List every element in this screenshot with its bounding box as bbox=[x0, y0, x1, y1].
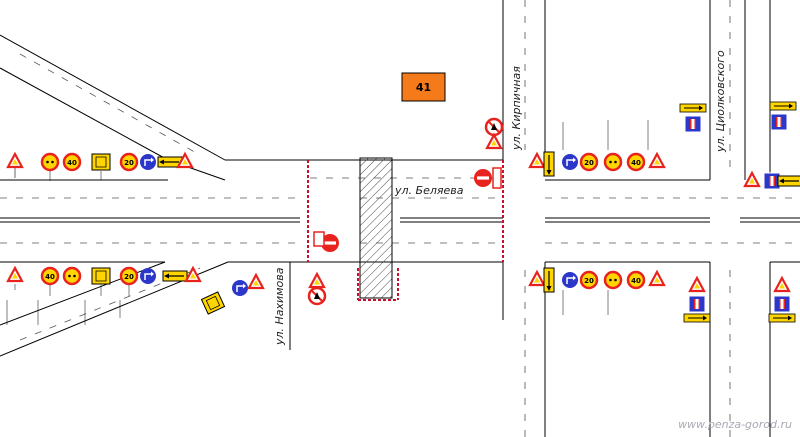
center-lines bbox=[0, 217, 800, 223]
no-overtaking-sign-icon bbox=[62, 266, 82, 286]
no-overtaking-sign-icon bbox=[603, 152, 623, 172]
detour-sign-icon bbox=[200, 291, 226, 315]
signs-center bbox=[307, 117, 504, 306]
warning-triangle-icon bbox=[308, 272, 326, 289]
work-zone-hatched bbox=[359, 157, 393, 299]
building-41: 41 bbox=[401, 72, 446, 102]
speed-limit-value: 40 bbox=[631, 277, 641, 285]
warning-triangle-icon bbox=[528, 270, 546, 287]
warning-triangle-icon bbox=[773, 276, 791, 293]
work-zone-fences bbox=[307, 160, 504, 301]
watermark: www.penza-gorod.ru bbox=[678, 418, 792, 431]
no-left-turn-sign-icon bbox=[307, 286, 327, 306]
street-label-tsiolkovskogo: ул. Циолковского bbox=[714, 50, 727, 153]
building-number: 41 bbox=[416, 81, 431, 94]
no-entry-sign-icon bbox=[474, 169, 492, 187]
street-label-belyaeva: ул. Беляева bbox=[394, 184, 464, 197]
direction-board-icon bbox=[162, 270, 188, 282]
warning-triangle-icon bbox=[6, 266, 24, 283]
speed-limit-value: 20 bbox=[124, 273, 134, 281]
turn-direction-sign-icon bbox=[561, 271, 579, 289]
turn-direction-sign-icon bbox=[231, 279, 249, 297]
warning-triangle-icon bbox=[528, 152, 546, 169]
speed-limit-value: 20 bbox=[584, 277, 594, 285]
signs-left-lower: 40 20 bbox=[6, 266, 265, 315]
direction-board-icon bbox=[777, 175, 800, 187]
no-overtaking-sign-icon bbox=[603, 270, 623, 290]
speed-limit-value: 40 bbox=[45, 273, 55, 281]
detour-plate-icon bbox=[684, 115, 702, 133]
warning-triangle-icon bbox=[648, 152, 666, 169]
signs-left-upper: 40 20 bbox=[6, 152, 194, 178]
warning-triangle-icon bbox=[247, 273, 265, 290]
detour-sign-icon bbox=[91, 267, 111, 285]
no-left-turn-sign-icon bbox=[484, 117, 504, 137]
warning-triangle-icon bbox=[6, 152, 24, 169]
detour-plate-icon bbox=[773, 295, 791, 313]
no-overtaking-sign-icon bbox=[40, 152, 60, 172]
warning-triangle-icon bbox=[688, 276, 706, 293]
direction-board-icon bbox=[769, 101, 797, 111]
signs-right-lower: 20 40 bbox=[528, 267, 796, 323]
speed-limit-value: 20 bbox=[584, 159, 594, 167]
sign-poles bbox=[6, 120, 649, 325]
direction-board-icon bbox=[543, 151, 555, 177]
direction-board-icon bbox=[683, 313, 711, 323]
detour-sign-icon bbox=[91, 153, 111, 171]
detour-plate-icon bbox=[770, 113, 788, 131]
direction-board-icon bbox=[768, 313, 796, 323]
speed-limit-value: 20 bbox=[124, 159, 134, 167]
detour-plate-icon bbox=[688, 295, 706, 313]
direction-board-icon bbox=[543, 267, 555, 293]
speed-limit-value: 40 bbox=[67, 159, 77, 167]
speed-limit-value: 40 bbox=[631, 159, 641, 167]
street-label-nakhimova: ул. Нахимова bbox=[273, 267, 286, 346]
turn-direction-sign-icon bbox=[561, 153, 579, 171]
warning-triangle-icon bbox=[485, 133, 503, 150]
turn-direction-sign-icon bbox=[139, 153, 157, 171]
street-label-kirpichnaya: ул. Кирпичная bbox=[510, 66, 523, 151]
warning-triangle-icon bbox=[743, 171, 761, 188]
warning-triangle-icon bbox=[648, 270, 666, 287]
signs-right-upper: 20 40 bbox=[528, 101, 800, 190]
direction-board-icon bbox=[679, 103, 707, 113]
turn-direction-sign-icon bbox=[139, 267, 157, 285]
